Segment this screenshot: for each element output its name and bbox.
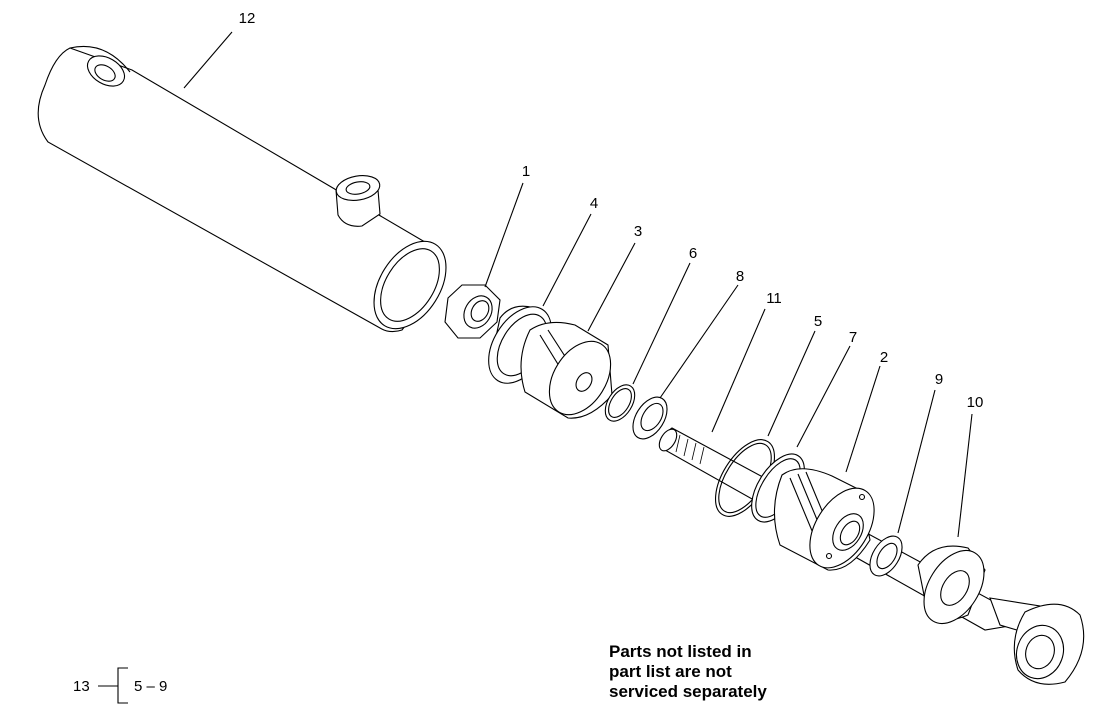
part-12-cylinder-barrel	[37, 45, 447, 333]
callout-12: 12	[239, 10, 256, 27]
rod-eye-end	[989, 597, 1085, 685]
note-line-2: part list are not	[609, 662, 732, 681]
part-3-piston	[520, 321, 613, 419]
kit-item-range: 5 – 9	[134, 678, 167, 695]
callout-5: 5	[814, 313, 822, 330]
kit-reference: 13 5 – 9	[73, 667, 167, 704]
leader-lines	[183, 31, 973, 538]
callout-11: 11	[766, 290, 782, 307]
part-6-o-ring	[604, 384, 636, 422]
callout-10: 10	[967, 394, 984, 411]
part-1-nut	[444, 284, 501, 339]
note-line-1: Parts not listed in	[609, 642, 752, 661]
callout-9: 9	[935, 371, 943, 388]
callout-7: 7	[849, 329, 857, 346]
callout-6: 6	[689, 245, 697, 262]
callout-labels: 12 1 4 3 6 8 11 5 7 2 9 10	[239, 10, 984, 411]
part-8-backup-ring	[632, 396, 668, 440]
note-line-3: serviced separately	[609, 682, 767, 701]
callout-3: 3	[634, 223, 642, 240]
callout-1: 1	[522, 163, 530, 180]
service-note: Parts not listed in part list are not se…	[609, 642, 767, 701]
callout-2: 2	[880, 349, 888, 366]
callout-4: 4	[590, 195, 598, 212]
kit-item-number: 13	[73, 678, 90, 695]
part-9-wiper	[869, 535, 903, 577]
callout-8: 8	[736, 268, 744, 285]
part-10-spacer	[917, 545, 986, 624]
part-2-gland	[773, 468, 875, 571]
